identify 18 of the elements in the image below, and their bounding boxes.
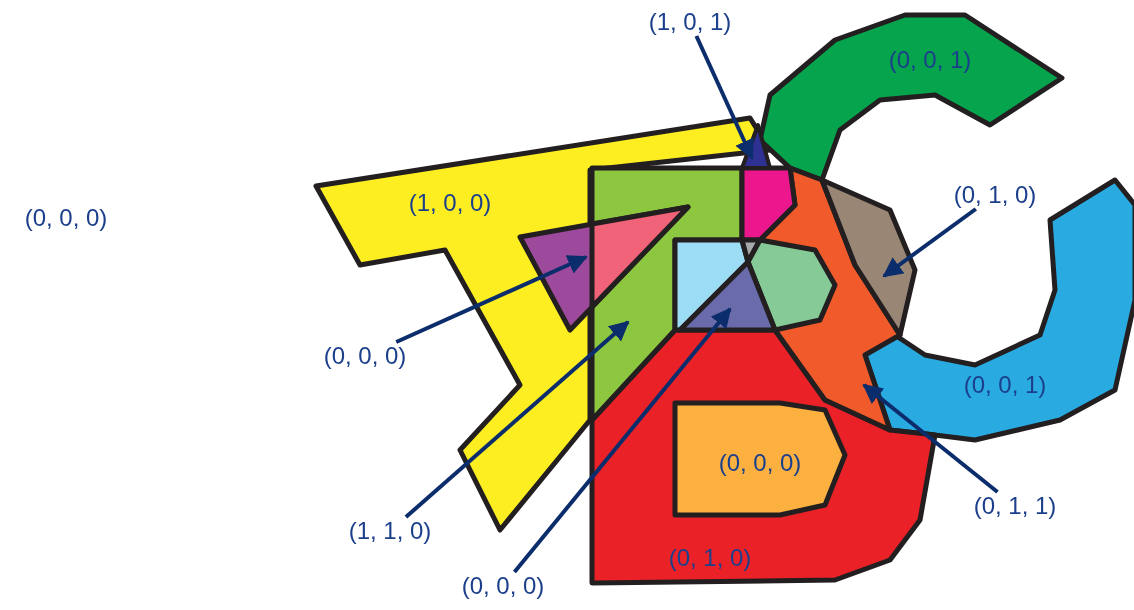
region-code-label: (0, 0, 0) (323, 344, 407, 368)
leader-arrow (694, 35, 754, 160)
leader-arrow (395, 255, 588, 344)
region-code-label: (1, 0, 0) (408, 191, 492, 215)
region-code-label: (0, 0, 0) (718, 451, 802, 475)
leader-arrow (512, 307, 732, 574)
region-code-label: (0, 1, 1) (973, 494, 1057, 518)
leader-arrow (404, 320, 630, 519)
region-code-label: (0, 0, 1) (888, 48, 972, 72)
region-code-label: (0, 1, 0) (668, 546, 752, 570)
region-code-label: (0, 1, 0) (953, 183, 1037, 207)
region-code-label: (0, 0, 1) (963, 373, 1047, 397)
region-code-label: (0, 0, 0) (461, 574, 545, 598)
region-code-label: (1, 0, 1) (648, 10, 732, 34)
region-code-label: (1, 1, 0) (348, 519, 432, 543)
region-code-label: (0, 0, 0) (24, 206, 108, 230)
leader-arrow (882, 207, 977, 278)
leader-arrow (862, 383, 999, 494)
